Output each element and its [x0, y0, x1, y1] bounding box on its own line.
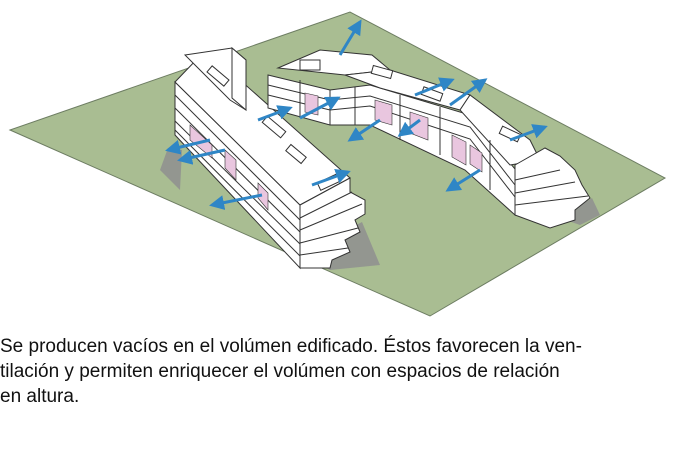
ventilation-arrow-icon	[445, 168, 481, 192]
ventilation-arrow-icon	[311, 169, 351, 187]
ventilation-arrow-icon	[509, 124, 548, 142]
ventilation-arrow-icon	[257, 105, 293, 122]
ventilation-arrow-icon	[397, 118, 421, 137]
right-wing-voids	[304, 92, 483, 173]
ventilation-arrow-icon	[347, 118, 381, 142]
ventilation-arrow-icon	[299, 96, 341, 120]
ventilation-arrow-icon	[209, 193, 263, 211]
ventilation-arrow-icon	[338, 19, 362, 56]
ventilation-arrow-icon	[177, 148, 226, 165]
ventilation-arrow-icon	[449, 78, 488, 107]
ventilation-arrows	[165, 19, 548, 211]
ventilation-arrow-icon	[165, 138, 211, 155]
figure-caption: Se producen vacíos en el volúmen edifica…	[0, 334, 675, 444]
left-wing	[174, 46, 366, 270]
caption-line: Se producen vacíos en el volúmen edifica…	[0, 336, 582, 357]
caption-line: tilación y permiten enriquecer el volúme…	[0, 361, 560, 382]
caption-line: en altura.	[0, 386, 80, 407]
ventilation-arrow-icon	[414, 77, 455, 97]
building-ventilation-diagram	[8, 11, 667, 317]
